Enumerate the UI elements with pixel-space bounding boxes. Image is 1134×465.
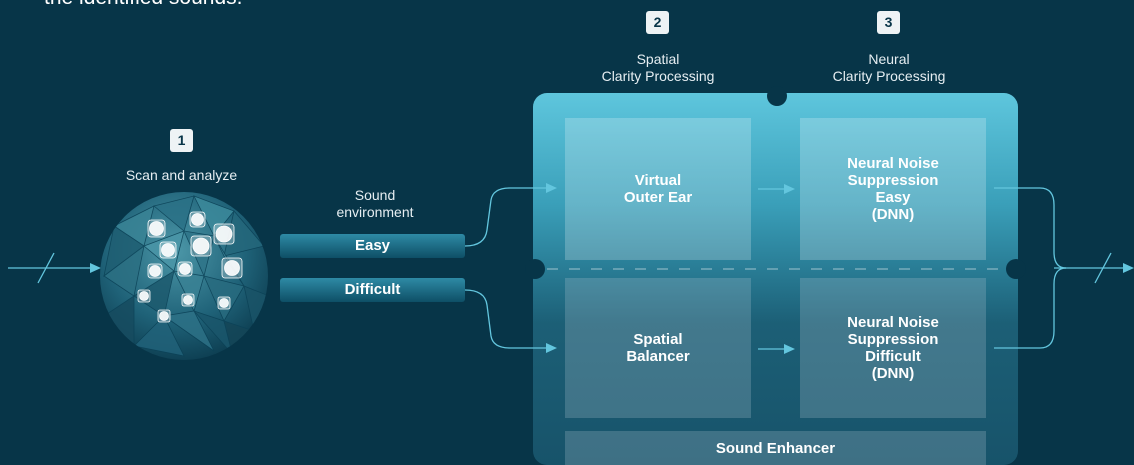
step-2-label-line2: Clarity Processing — [601, 68, 715, 84]
processing-panel — [533, 93, 1018, 465]
nns-difficult-line2: Suppression — [847, 331, 939, 348]
sound-environment-line2: environment — [336, 204, 414, 220]
step-3-label-line2: Clarity Processing — [832, 68, 946, 84]
virtual-outer-ear-box: Virtual Outer Ear — [565, 118, 751, 260]
nns-easy-line3: Easy — [875, 189, 911, 206]
nns-difficult-box: Neural Noise Suppression Difficult (DNN) — [800, 278, 986, 418]
step-3-badge: 3 — [877, 11, 900, 34]
sound-environment-label: Sound environment — [310, 187, 440, 221]
nns-easy-box: Neural Noise Suppression Easy (DNN) — [800, 118, 986, 260]
spatial-balancer-box: Spatial Balancer — [565, 278, 751, 418]
sound-enhancer-box: Sound Enhancer — [565, 431, 986, 465]
panel-notch-top — [767, 86, 787, 106]
virtual-outer-ear-line1: Virtual — [634, 172, 682, 189]
nns-easy-line4: (DNN) — [871, 206, 915, 223]
virtual-outer-ear-line2: Outer Ear — [623, 189, 693, 206]
difficult-pill: Difficult — [280, 278, 465, 302]
spatial-balancer-line1: Spatial — [633, 331, 683, 348]
step-2-label-line1: Spatial — [636, 51, 680, 67]
nns-easy-line2: Suppression — [847, 172, 939, 189]
easy-pill: Easy — [280, 234, 465, 258]
step-3-label-line1: Neural — [868, 51, 910, 67]
panel-notch-left — [525, 259, 545, 279]
step-2-label: Spatial Clarity Processing — [583, 51, 733, 85]
nns-difficult-line3: Difficult — [865, 348, 921, 365]
nns-difficult-line4: (DNN) — [871, 365, 915, 382]
sound-environment-line1: Sound — [354, 187, 396, 203]
panel-notch-right — [1006, 259, 1026, 279]
nns-easy-line1: Neural Noise — [847, 155, 939, 172]
step-1-badge: 1 — [170, 129, 193, 152]
sound-scan-sphere-icon — [100, 192, 268, 360]
step-1-label: Scan and analyze — [125, 167, 238, 183]
nns-difficult-line1: Neural Noise — [847, 314, 939, 331]
step-3-label: Neural Clarity Processing — [814, 51, 964, 85]
spatial-balancer-line2: Balancer — [626, 348, 690, 365]
sound-enhancer-label: Sound Enhancer — [715, 440, 836, 457]
step-2-badge: 2 — [646, 11, 669, 34]
intro-text: the identified sounds. — [44, 0, 242, 10]
